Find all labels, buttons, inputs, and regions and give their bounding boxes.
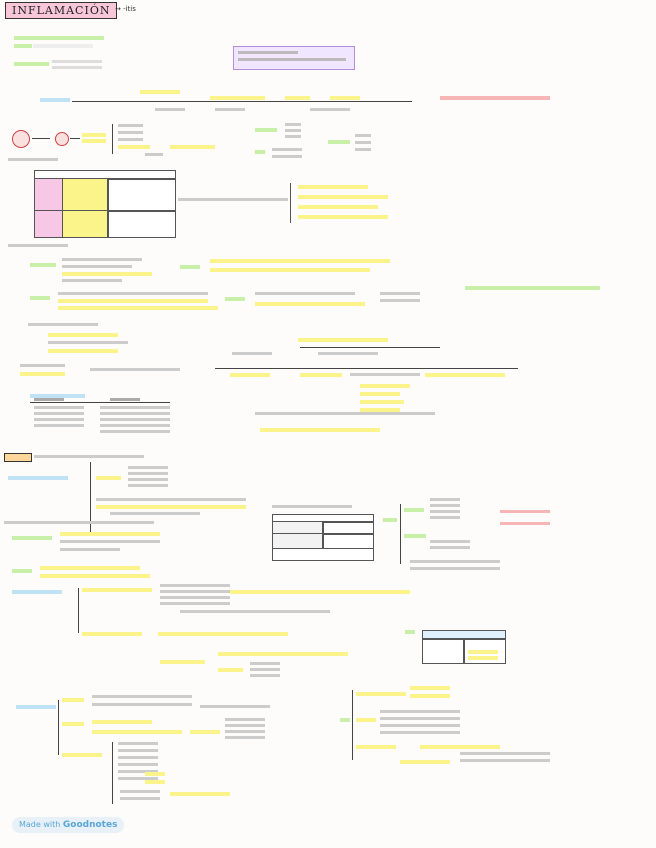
made-with-label: Made with [19, 820, 61, 829]
goodnotes-brand: Goodnotes [62, 820, 118, 830]
page-title: INFLAMACIÓN [5, 2, 118, 19]
title-suffix: → -itis [115, 5, 136, 13]
goodnotes-badge: Made with Goodnotes [12, 817, 125, 833]
